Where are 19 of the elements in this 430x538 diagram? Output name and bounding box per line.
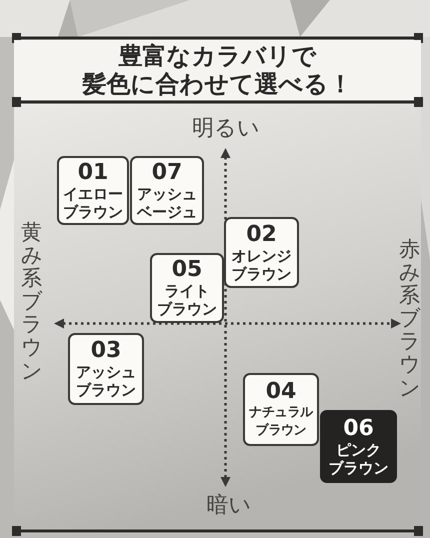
shade-name: ライトブラウン bbox=[157, 282, 217, 318]
shade-name: ナチュラルブラウン bbox=[249, 404, 313, 440]
shade-name: ピンクブラウン bbox=[328, 440, 388, 476]
shade-number: 03 bbox=[90, 339, 122, 363]
shade-number: 06 bbox=[343, 416, 374, 440]
shade-number: 01 bbox=[78, 160, 108, 184]
axis-label: 黄み系ブラウン bbox=[21, 221, 42, 383]
shade-number: 04 bbox=[266, 380, 296, 404]
axis-label: 明るい bbox=[192, 116, 260, 142]
shade-number: 05 bbox=[172, 258, 202, 282]
shade-name: イエローブラウン bbox=[63, 184, 123, 220]
axis-label: 赤み系ブラウン bbox=[399, 238, 420, 400]
title: 豊富なカラバリで髪色に合わせて選べる！ bbox=[82, 42, 352, 98]
shade-name: オレンジブラウン bbox=[232, 246, 292, 282]
shade-number: 02 bbox=[246, 222, 277, 246]
shade-number: 07 bbox=[152, 160, 182, 184]
shade-name: アッシュベージュ bbox=[137, 184, 197, 220]
shade-name: アッシュブラウン bbox=[76, 363, 136, 399]
axis-label: 暗い bbox=[206, 493, 252, 519]
